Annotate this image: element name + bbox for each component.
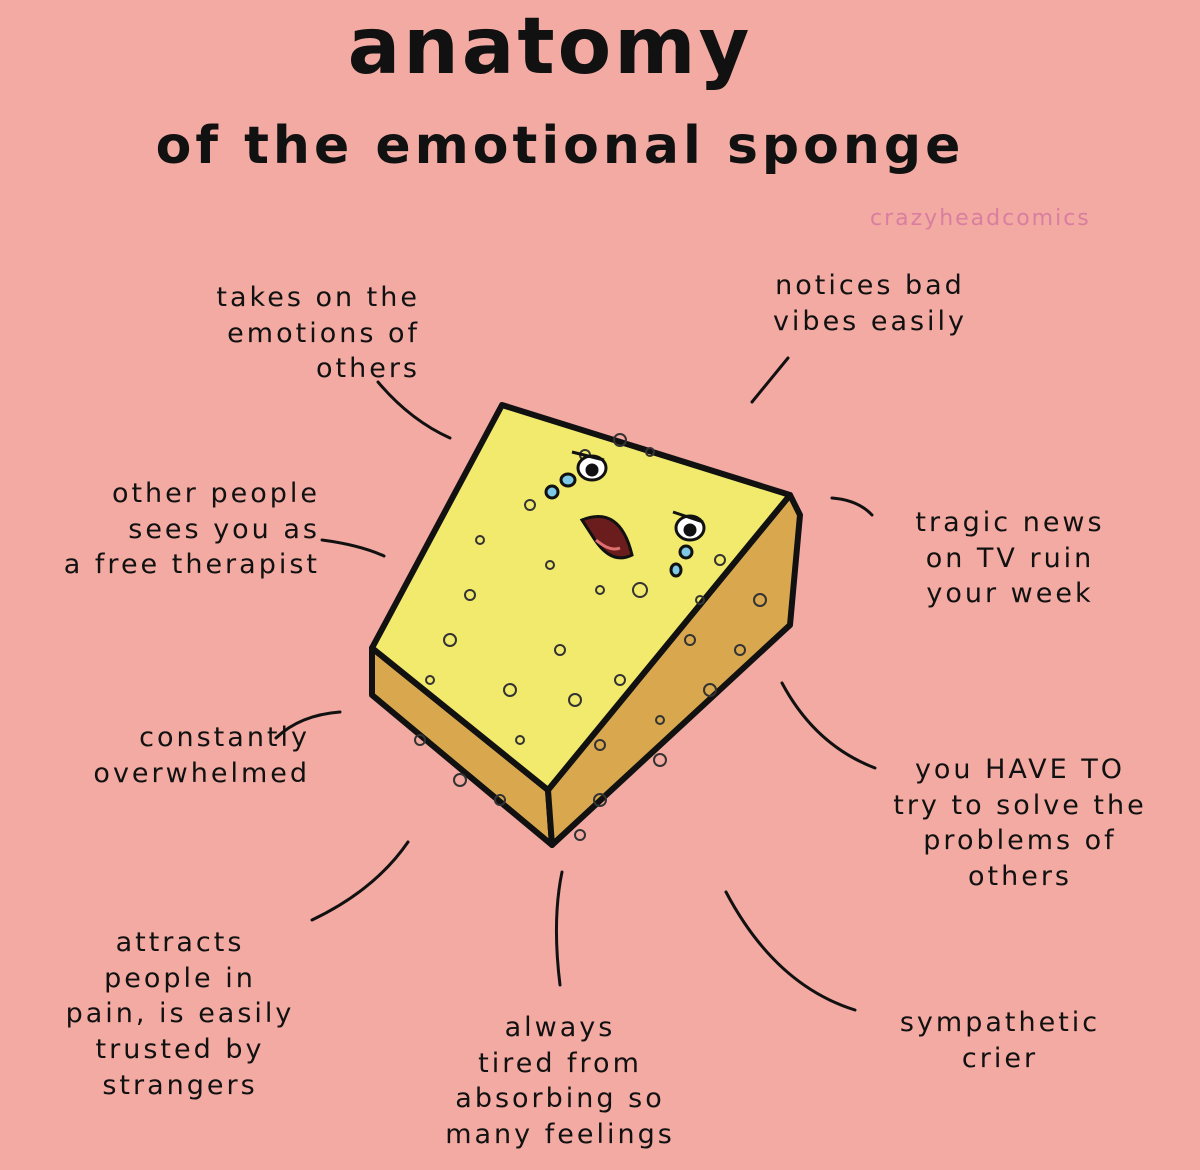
- trait-takes-on-emotions: takes on the emotions of others: [216, 282, 420, 385]
- trait-overwhelmed: constantly overwhelmed: [93, 722, 310, 789]
- sponge-pores: [414, 433, 767, 841]
- connector-always-tired: [554, 870, 564, 987]
- sponge-icon: [369, 402, 803, 848]
- trait-tragic-news: tragic news on TV ruin your week: [915, 507, 1105, 610]
- connector-free-therapist: [320, 538, 386, 558]
- subtitle: of the emotional sponge: [155, 116, 965, 176]
- credit: crazyheadcomics: [870, 206, 1091, 231]
- trait-free-therapist: other people sees you as a free therapis…: [63, 478, 320, 581]
- sponge-top-face: [369, 402, 793, 793]
- title: anatomy: [347, 2, 753, 92]
- trait-sympathetic-crier: sympathetic crier: [899, 1007, 1101, 1074]
- trait-notices-bad-vibes: notices bad vibes easily: [772, 270, 968, 337]
- connector-notices-bad-vibes: [750, 356, 790, 404]
- connector-sympathetic-crier: [724, 890, 857, 1012]
- tear-right: [678, 544, 694, 560]
- connector-takes-on-emotions: [376, 380, 452, 440]
- connector-solve-problems: [780, 681, 877, 770]
- connector-attracts-people: [310, 840, 410, 922]
- tear-left: [559, 472, 577, 488]
- crying-face-icon: [544, 450, 706, 578]
- connector-tragic-news: [830, 496, 874, 517]
- trait-attracts-people: attracts people in pain, is easily trust…: [65, 927, 295, 1101]
- connector-overwhelmed: [274, 710, 342, 740]
- trait-always-tired: always tired from absorbing so many feel…: [445, 1012, 675, 1150]
- trait-solve-problems: you HAVE TO try to solve the problems of…: [893, 754, 1147, 892]
